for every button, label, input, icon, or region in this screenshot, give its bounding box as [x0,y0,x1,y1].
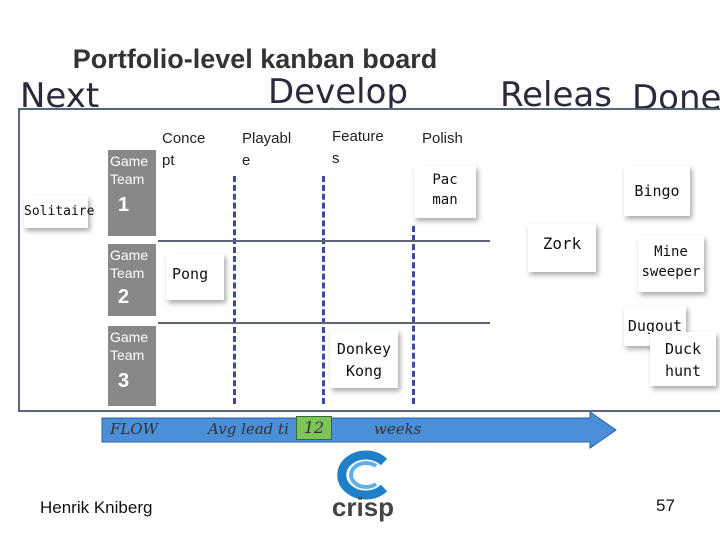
card-donkeykong[interactable]: Donkey Kong [330,330,398,388]
card-duckhunt[interactable]: Duck hunt [650,332,716,386]
subcolumn-features: Feature s [332,128,384,167]
team-3-number: 3 [118,370,130,392]
card-bingo[interactable]: Bingo [624,166,690,216]
column-develop-header: Develop [268,72,408,112]
flow-label: FLOW [110,420,159,438]
page-number: 57 [656,496,675,515]
team-3-label: Game Team 3 [108,326,156,406]
author-name: Henrik Kniberg [40,498,153,517]
card-pong[interactable]: Pong [166,254,224,300]
card-solitaire[interactable]: Solitaire [24,196,94,228]
divider-features-polish [412,226,415,404]
lead-time-value: 12 [296,416,332,440]
flow-arrow-icon [101,411,617,449]
card-pacman[interactable]: Pac man [414,166,476,218]
crisp-logo-icon [337,450,388,500]
swimlane-divider-2 [158,322,490,324]
crisp-logo-text: crisp [331,492,395,522]
subcolumn-playable: Playabl e [242,130,292,169]
team-1-number: 1 [118,194,130,216]
divider-playable-features [322,176,325,404]
team-1-label: Game Team 1 [108,150,156,236]
divider-concept-playable [233,176,236,404]
team-2-name: Game Team [110,247,149,281]
card-minesweeper[interactable]: Mine sweeper [638,236,704,292]
team-3-name: Game Team [110,329,149,363]
team-2-label: Game Team 2 [108,244,156,316]
lead-time-suffix: weeks [374,420,422,438]
subcolumn-concept: Conce pt [162,130,206,169]
subcolumn-polish: Polish [422,130,463,147]
team-2-number: 2 [118,286,130,308]
page-title: Portfolio-level kanban board [72,44,438,74]
card-zork[interactable]: Zork [528,224,596,272]
lead-time-prefix: Avg lead ti [208,420,289,438]
swimlane-divider-1 [158,240,490,242]
team-1-name: Game Team [110,153,149,187]
